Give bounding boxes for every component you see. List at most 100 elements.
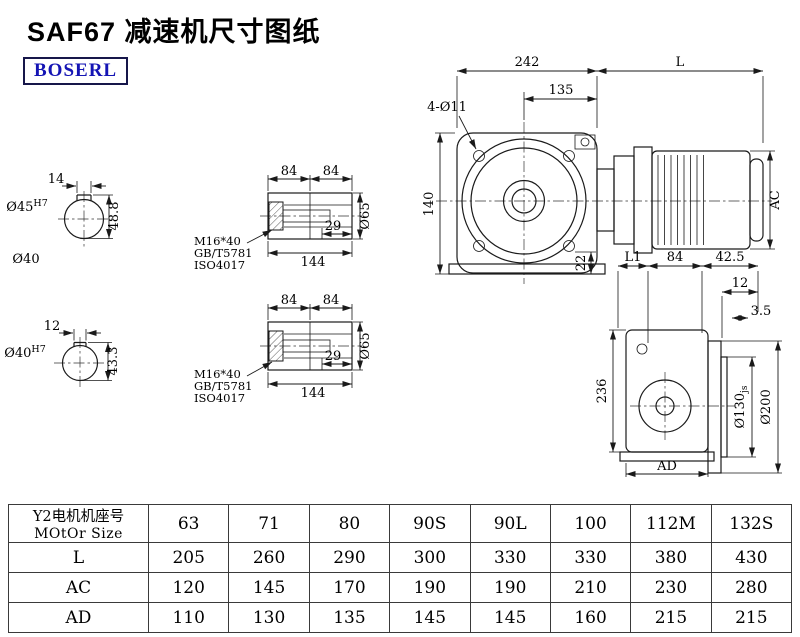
motor-size-table: Y2电机机座号 MOtOr Size 63 71 80 90S 90L 100 … bbox=[8, 504, 793, 633]
header-line-cn: Y2电机机座号 bbox=[32, 509, 125, 525]
motor-adapter-step2 bbox=[613, 155, 635, 245]
table-cell: 300 bbox=[389, 542, 471, 573]
table-cell: 160 bbox=[549, 602, 632, 633]
dim-12-label: 12 bbox=[732, 276, 749, 291]
output-bore-circle bbox=[655, 396, 675, 416]
dim-130-label: Ø130js bbox=[733, 385, 750, 428]
dim-144-label: 144 bbox=[301, 386, 326, 401]
table-row-sizes: Y2电机机座号 MOtOr Size 63 71 80 90S 90L 100 … bbox=[8, 504, 793, 543]
table-cell: 112M bbox=[630, 504, 712, 543]
centerlines bbox=[436, 122, 772, 284]
dim-144-label: 144 bbox=[301, 255, 326, 270]
mounting-foot bbox=[448, 263, 606, 275]
bolt-spec-label: M16*40 bbox=[194, 234, 241, 248]
output-shaft-circle bbox=[638, 379, 692, 433]
table-cell: 132S bbox=[710, 504, 793, 543]
dim-84-label: 84 bbox=[667, 250, 684, 265]
bore-45-label: Ø45H7 bbox=[6, 198, 48, 215]
housing-side bbox=[625, 329, 709, 453]
dim-84-left-label: 84 bbox=[281, 164, 298, 179]
bolt-standard-gb-label: GB/T5781 bbox=[194, 379, 252, 393]
dim-L-label: L bbox=[676, 55, 685, 70]
dimension-drawing: 242 L 135 4-Ø11 140 AC 22 L1 84 42.5 bbox=[4, 55, 783, 477]
plug-hole bbox=[636, 343, 648, 355]
hollow-shaft-section-bottom: 12 Ø40H7 43.3 bbox=[4, 319, 121, 389]
bolt-hole bbox=[473, 150, 485, 162]
dim-42-5-label: 42.5 bbox=[716, 250, 745, 265]
table-row-L: L 205 260 290 300 330 330 380 430 bbox=[8, 542, 793, 573]
holes-leader bbox=[458, 115, 477, 150]
foot-side bbox=[619, 451, 715, 462]
extension-lines bbox=[435, 132, 455, 275]
bolt-hole bbox=[473, 240, 485, 252]
table-cell: 71 bbox=[228, 504, 310, 543]
top-lug bbox=[574, 134, 596, 150]
extension-lines bbox=[73, 329, 87, 341]
bore-circle bbox=[61, 344, 99, 382]
table-cell: 215 bbox=[630, 602, 712, 633]
table-cell: 170 bbox=[308, 572, 391, 603]
table-cell: 90L bbox=[469, 504, 551, 543]
extension-lines bbox=[721, 340, 782, 474]
row-label-AD: AD bbox=[8, 602, 149, 633]
bolt-standard-gb-label: GB/T5781 bbox=[194, 246, 252, 260]
table-cell: 330 bbox=[469, 542, 551, 573]
table-cell: 63 bbox=[147, 504, 230, 543]
dim-3-5-label: 3.5 bbox=[751, 304, 772, 319]
table-cell: 190 bbox=[389, 572, 471, 603]
motor-adapter-step1 bbox=[596, 168, 615, 232]
dim-48-8-label: 48.8 bbox=[107, 202, 122, 231]
motor-end-cap bbox=[749, 158, 764, 242]
dim-242-label: 242 bbox=[515, 55, 540, 70]
bore-circle bbox=[63, 198, 105, 240]
bore-lines bbox=[284, 322, 352, 370]
row-label-AC: AC bbox=[8, 572, 149, 603]
table-cell: 100 bbox=[549, 504, 632, 543]
shaft-detail-bottom: 84 84 29 144 Ø65 M16*40 GB/T5781 ISO4017 bbox=[194, 293, 373, 405]
bore-40-label: Ø40H7 bbox=[4, 344, 46, 361]
table-cell: 135 bbox=[308, 602, 391, 633]
side-view: L1 84 42.5 12 3.5 236 Ø130js Ø200 AD bbox=[595, 250, 782, 477]
dim-84-right-label: 84 bbox=[323, 293, 340, 308]
table-cell: 330 bbox=[549, 542, 632, 573]
hollow-shaft-section-top: 14 Ø45H7 48.8 Ø40 bbox=[6, 172, 122, 267]
dim-236-label: 236 bbox=[595, 379, 610, 404]
front-view: 242 L 135 4-Ø11 140 AC 22 bbox=[422, 55, 783, 284]
table-cell: 145 bbox=[389, 602, 471, 633]
extension-lines bbox=[609, 329, 626, 453]
shaft-bore-circle bbox=[511, 188, 537, 214]
shaft-40-note: Ø40 bbox=[12, 252, 39, 267]
lug-hole bbox=[580, 137, 590, 147]
bore-lines bbox=[284, 193, 352, 239]
dim-12-label: 12 bbox=[44, 319, 61, 334]
dim-22-label: 22 bbox=[574, 255, 589, 272]
centerlines bbox=[630, 372, 736, 440]
motor-fins bbox=[657, 155, 704, 245]
table-cell: 205 bbox=[147, 542, 230, 573]
table-cell: 145 bbox=[228, 572, 310, 603]
dim-43-3-label: 43.3 bbox=[106, 347, 121, 376]
dim-84-right-label: 84 bbox=[323, 164, 340, 179]
table-cell: 190 bbox=[469, 572, 551, 603]
table-cell: 290 bbox=[308, 542, 391, 573]
dim-AD-label: AD bbox=[656, 459, 677, 474]
dim-140-label: 140 bbox=[422, 192, 437, 217]
table-cell: 215 bbox=[710, 602, 793, 633]
bolt-shank bbox=[282, 209, 331, 223]
dim-135-label: 135 bbox=[549, 83, 574, 98]
table-cell: 260 bbox=[228, 542, 310, 573]
flange-inner-circle bbox=[470, 147, 578, 255]
bolt-head bbox=[268, 201, 284, 231]
bolt-shank bbox=[282, 339, 331, 353]
table-cell: 80 bbox=[308, 504, 391, 543]
bolt-spec-label: M16*40 bbox=[194, 367, 241, 381]
table-row-AD: AD 110 130 135 145 145 160 215 215 bbox=[8, 602, 793, 633]
bolt-leader bbox=[246, 229, 273, 244]
dim-65-label: Ø65 bbox=[358, 202, 373, 229]
bolt-hole bbox=[563, 150, 575, 162]
table-cell: 110 bbox=[147, 602, 230, 633]
bolt-standard-iso-label: ISO4017 bbox=[194, 391, 245, 405]
extension-lines bbox=[456, 76, 764, 143]
keyway bbox=[73, 341, 87, 347]
flange-outer-circle bbox=[461, 138, 587, 264]
